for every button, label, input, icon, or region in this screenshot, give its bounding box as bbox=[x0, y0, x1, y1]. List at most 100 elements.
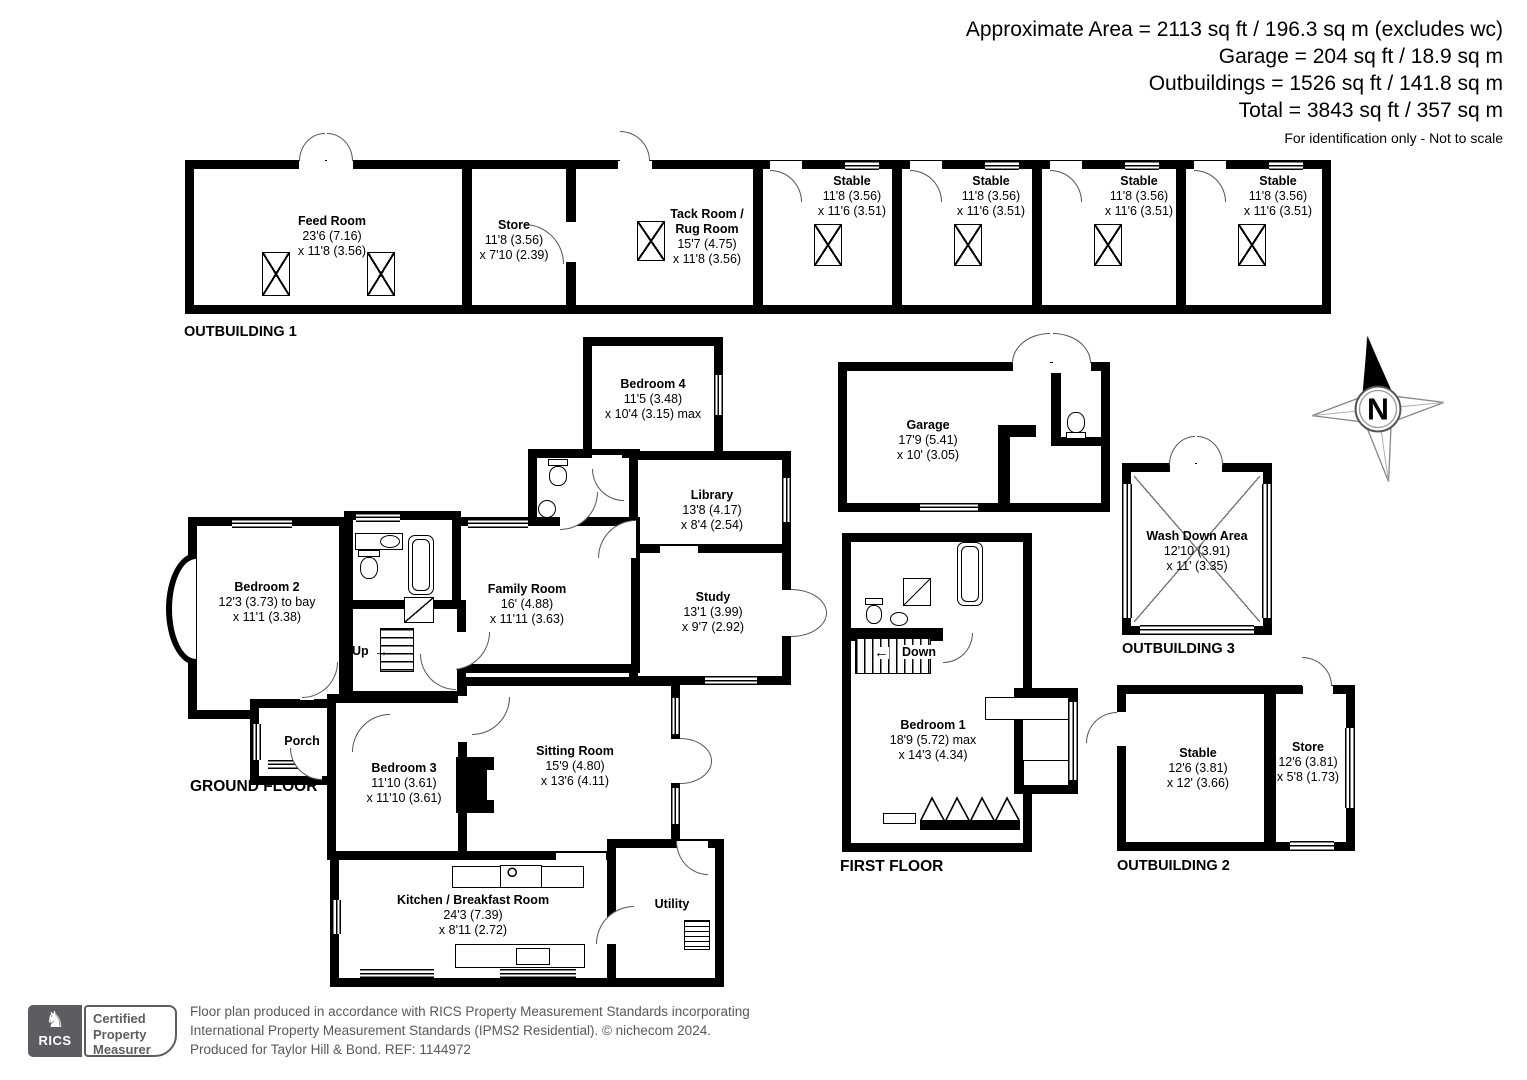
label-first-floor: FIRST FLOOR bbox=[840, 858, 944, 875]
wall bbox=[1051, 437, 1103, 446]
room-label-stable-3: Stable 11'8 (3.56) x 11'6 (3.51) bbox=[1104, 174, 1174, 218]
door-arc bbox=[791, 613, 827, 637]
cross-box-marker bbox=[954, 224, 982, 266]
wardrobe-zigzag bbox=[920, 796, 1020, 822]
door-arc bbox=[327, 133, 353, 161]
window bbox=[232, 519, 292, 528]
door-opening bbox=[556, 853, 606, 867]
window bbox=[782, 478, 791, 522]
kitchen-sink bbox=[516, 948, 550, 965]
door-opening bbox=[910, 161, 942, 170]
footer-disclaimer: Floor plan produced in accordance with R… bbox=[190, 1002, 770, 1059]
wall bbox=[920, 820, 1020, 830]
door-opening bbox=[1303, 686, 1333, 695]
door-arc bbox=[680, 738, 712, 761]
door-arc bbox=[1012, 333, 1050, 363]
label-down: Down bbox=[900, 645, 939, 659]
cross-box-marker bbox=[1094, 224, 1122, 266]
not-to-scale-note: For identification only - Not to scale bbox=[1284, 130, 1503, 146]
shower bbox=[903, 578, 931, 606]
door-opening bbox=[1170, 464, 1222, 474]
fireplace-opening bbox=[487, 770, 494, 800]
wall bbox=[1176, 169, 1186, 305]
toilet-tank bbox=[1066, 432, 1086, 439]
window bbox=[920, 503, 978, 512]
door-opening bbox=[1013, 363, 1091, 373]
wall bbox=[998, 425, 1036, 437]
door-arc bbox=[1086, 712, 1117, 743]
toilet bbox=[360, 557, 378, 579]
wall bbox=[892, 169, 902, 305]
room-label-stable-1: Stable 11'8 (3.56) x 11'6 (3.51) bbox=[817, 174, 887, 218]
room-label-wash-down: Wash Down Area 12'10 (3.91) x 11' (3.35) bbox=[1146, 529, 1248, 573]
rics-logo: ♞ RICS bbox=[28, 1005, 82, 1057]
footer-line-3: Produced for Taylor Hill & Bond. REF: 11… bbox=[190, 1042, 471, 1057]
toilet-tank bbox=[865, 598, 883, 605]
door-arc bbox=[1197, 436, 1223, 465]
room-label-tack-room: Tack Room / Rug Room 15'7 (4.75) x 11'8 … bbox=[670, 207, 744, 266]
door-opening bbox=[564, 222, 578, 262]
wall bbox=[851, 628, 943, 641]
door-opening bbox=[592, 455, 622, 469]
room-label-bedroom-4: Bedroom 4 11'5 (3.48) x 10'4 (3.15) max bbox=[604, 377, 702, 421]
label-outbuilding-1: OUTBUILDING 1 bbox=[184, 324, 297, 340]
wall bbox=[998, 425, 1010, 505]
window bbox=[468, 519, 528, 528]
toilet bbox=[1067, 412, 1085, 433]
window bbox=[1122, 484, 1132, 618]
toilet bbox=[866, 605, 882, 624]
door-opening bbox=[1050, 161, 1082, 170]
room-label-library: Library 13'8 (4.17) x 8'4 (2.54) bbox=[680, 488, 744, 532]
room-label-bedroom-3: Bedroom 3 11'10 (3.61) x 11'10 (3.61) bbox=[366, 761, 442, 805]
door-opening bbox=[299, 161, 353, 170]
room-label-study: Study 13'1 (3.99) x 9'7 (2.92) bbox=[681, 590, 745, 634]
window bbox=[332, 900, 341, 934]
up-arrow-icon: → bbox=[374, 643, 389, 660]
door-arc bbox=[299, 133, 325, 161]
wash-down-cross bbox=[1134, 476, 1260, 622]
window bbox=[1140, 625, 1254, 635]
room-label-sitting-room: Sitting Room 15'9 (4.80) x 13'6 (4.11) bbox=[536, 744, 614, 788]
area-summary-line-1: Approximate Area = 2113 sq ft / 196.3 sq… bbox=[965, 18, 1503, 41]
window bbox=[500, 969, 576, 978]
window bbox=[1345, 728, 1355, 808]
room-label-kitchen: Kitchen / Breakfast Room 24'3 (7.39) x 8… bbox=[396, 893, 550, 937]
toilet bbox=[549, 466, 567, 486]
door-arc bbox=[620, 131, 650, 161]
wall bbox=[1051, 370, 1061, 446]
label-outbuilding-3: OUTBUILDING 3 bbox=[1122, 641, 1235, 657]
wall bbox=[1264, 694, 1276, 842]
window bbox=[671, 698, 680, 734]
cross-box-marker bbox=[814, 224, 842, 266]
badge-line: Measurer bbox=[93, 1042, 151, 1057]
label-outbuilding-2: OUTBUILDING 2 bbox=[1117, 858, 1230, 874]
cross-box-marker bbox=[1238, 224, 1266, 266]
footer-line-1: Floor plan produced in accordance with R… bbox=[190, 1004, 750, 1019]
area-summary-line-4: Total = 3843 sq ft / 357 sq m bbox=[1238, 99, 1503, 122]
window bbox=[985, 161, 1019, 170]
built-in-unit bbox=[1023, 760, 1069, 786]
room-label-garage: Garage 17'9 (5.41) x 10' (3.05) bbox=[896, 418, 960, 462]
cross-box-marker bbox=[637, 221, 665, 261]
room-label-bedroom-2: Bedroom 2 12'3 (3.73) to bay x 11'1 (3.3… bbox=[218, 580, 316, 624]
door-arc bbox=[1053, 333, 1091, 363]
room-label-porch: Porch bbox=[284, 734, 320, 748]
door-opening bbox=[618, 161, 652, 170]
shower bbox=[404, 597, 434, 623]
sink bbox=[538, 500, 556, 518]
room-label-family-room: Family Room 16' (4.88) x 11'11 (3.63) bbox=[487, 582, 567, 626]
wall bbox=[753, 169, 763, 305]
compass-rose: N bbox=[1312, 336, 1444, 482]
utility-appliance bbox=[684, 920, 710, 950]
window bbox=[268, 760, 302, 769]
toilet-tank bbox=[358, 550, 380, 557]
window bbox=[705, 676, 757, 685]
door-arc bbox=[791, 589, 827, 613]
door-arc bbox=[680, 761, 712, 784]
door-opening bbox=[1194, 161, 1226, 170]
sink bbox=[890, 612, 908, 626]
room-label-feed-room: Feed Room 23'6 (7.16) x 11'8 (3.56) bbox=[297, 214, 367, 258]
certified-measurer-badge: Certified Property Measurer bbox=[84, 1005, 177, 1057]
bathtub bbox=[957, 542, 983, 606]
window bbox=[1262, 484, 1272, 618]
